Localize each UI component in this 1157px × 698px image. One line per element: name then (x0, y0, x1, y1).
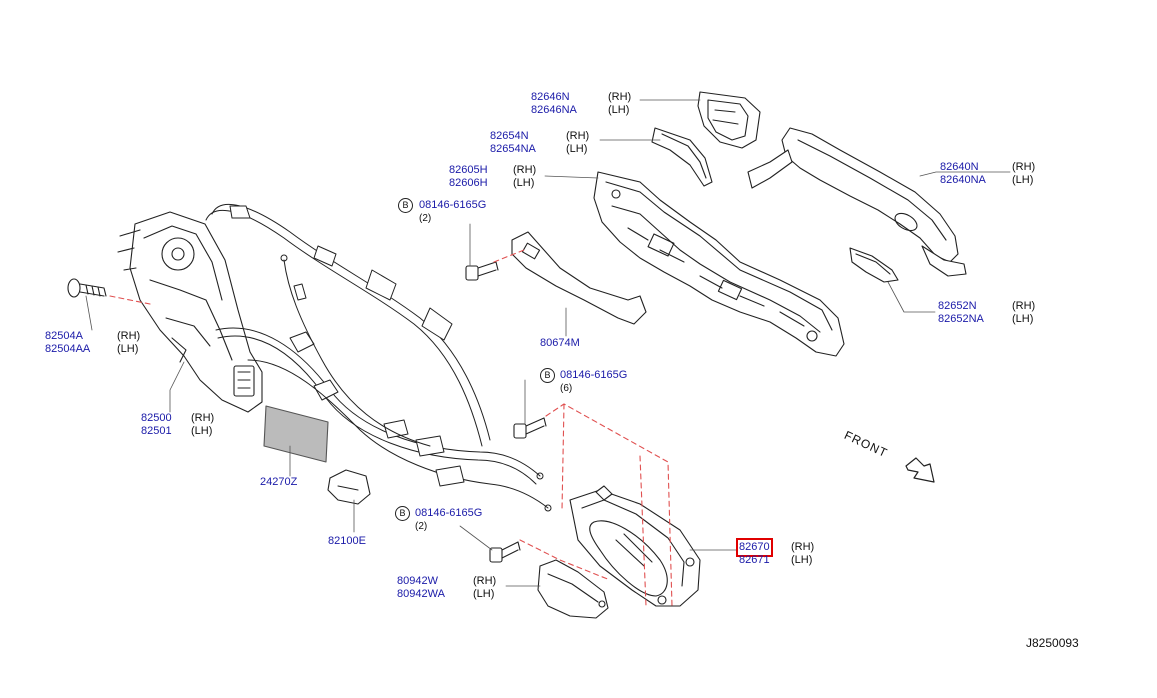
escutcheon-82646 (697, 91, 761, 149)
part-82640n[interactable]: 82640N (940, 161, 979, 173)
part-82670-highlighted[interactable]: 82670 (736, 538, 773, 557)
qty-upper: (2) (419, 213, 432, 224)
bolt-middle (513, 417, 547, 439)
part-82652na[interactable]: 82652NA (938, 313, 984, 325)
side-rh: (RH) (191, 412, 215, 424)
part-24270z[interactable]: 24270Z (260, 476, 298, 488)
part-82654na[interactable]: 82654NA (490, 143, 536, 155)
part-80674m[interactable]: 80674M (540, 337, 580, 349)
bolt-lower (489, 541, 521, 563)
qty-lower: (2) (415, 521, 428, 532)
side-lh: (LH) (1012, 174, 1034, 186)
side-lh: (LH) (791, 554, 813, 566)
part-82504aa[interactable]: 82504AA (45, 343, 91, 355)
side-lh: (LH) (1012, 313, 1034, 325)
part-82640na[interactable]: 82640NA (940, 174, 986, 186)
gasket-82652 (849, 247, 899, 283)
bolt-marker-b: B (395, 506, 410, 521)
side-rh: (RH) (566, 130, 590, 142)
side-rh: (RH) (513, 164, 537, 176)
part-82646n[interactable]: 82646N (531, 91, 570, 103)
side-rh: (RH) (791, 541, 815, 553)
handle-bracket-82605 (593, 171, 845, 357)
part-82605h[interactable]: 82605H (449, 164, 488, 176)
diagram-code: J8250093 (1026, 636, 1079, 650)
side-rh: (RH) (608, 91, 632, 103)
side-lh: (LH) (513, 177, 535, 189)
part-82671[interactable]: 82671 (739, 554, 770, 566)
bolt-upper (465, 261, 499, 281)
leader-lines (85, 99, 1011, 587)
assembly-lines (109, 249, 673, 607)
door-lock-actuator-82500 (117, 211, 263, 413)
part-08146-6165g-lower[interactable]: 08146-6165G (415, 507, 483, 519)
side-rh: (RH) (117, 330, 141, 342)
bolt-marker-b: B (398, 198, 413, 213)
part-80942w[interactable]: 80942W (397, 575, 438, 587)
part-82654n[interactable]: 82654N (490, 130, 529, 142)
inside-handle-82670 (569, 485, 701, 607)
bolt-marker-b: B (540, 368, 555, 383)
part-08146-6165g-upper[interactable]: 08146-6165G (419, 199, 487, 211)
side-lh: (LH) (117, 343, 139, 355)
part-80942wa[interactable]: 80942WA (397, 588, 445, 600)
cables (205, 203, 552, 512)
side-rh: (RH) (1012, 300, 1036, 312)
part-82500[interactable]: 82500 (141, 412, 172, 424)
part-82646na[interactable]: 82646NA (531, 104, 577, 116)
part-08146-6165g-middle[interactable]: 08146-6165G (560, 369, 628, 381)
screw-82504 (67, 278, 107, 298)
clip-82100 (327, 469, 371, 505)
part-82504a[interactable]: 82504A (45, 330, 83, 342)
outside-handle-82640 (747, 127, 967, 277)
side-lh: (LH) (608, 104, 630, 116)
part-82501[interactable]: 82501 (141, 425, 172, 437)
plate-80674 (511, 231, 647, 325)
side-lh: (LH) (473, 588, 495, 600)
side-lh: (LH) (566, 143, 588, 155)
label-sticker-24270 (263, 405, 329, 463)
gasket-82654 (651, 127, 713, 187)
part-82606h[interactable]: 82606H (449, 177, 488, 189)
part-82652n[interactable]: 82652N (938, 300, 977, 312)
part-82100e[interactable]: 82100E (328, 535, 366, 547)
side-rh: (RH) (1012, 161, 1036, 173)
side-lh: (LH) (191, 425, 213, 437)
qty-middle: (6) (560, 383, 573, 394)
front-arrow-icon (905, 457, 935, 483)
cover-80942 (537, 559, 609, 619)
side-rh: (RH) (473, 575, 497, 587)
